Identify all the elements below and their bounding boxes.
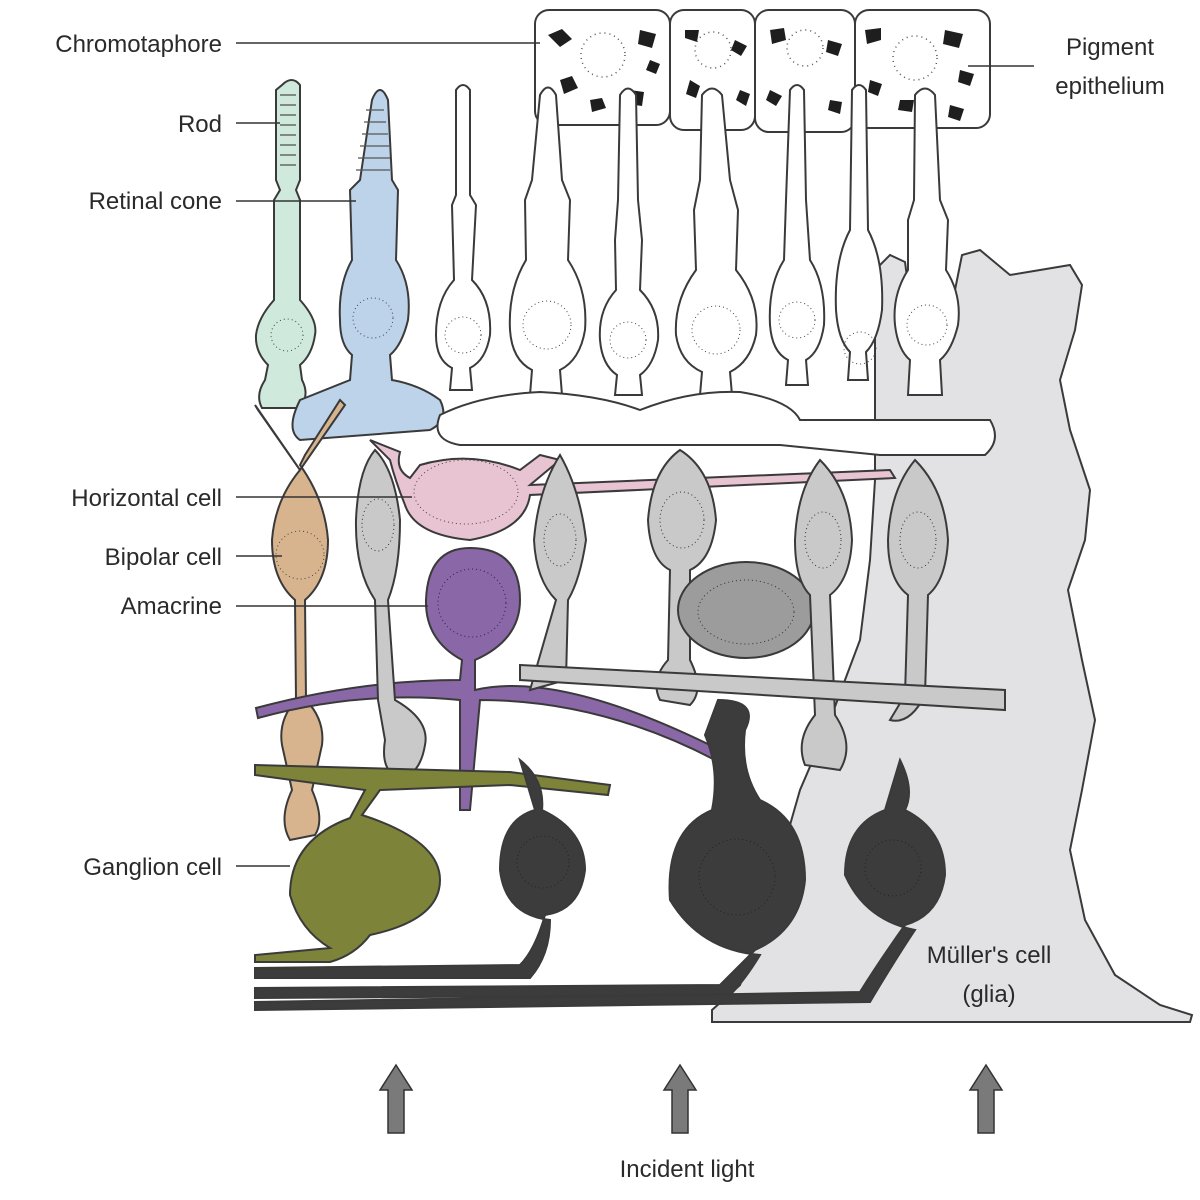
ganglion-cell-olive	[254, 763, 612, 963]
amacrine-cell	[254, 546, 722, 811]
cone-cell	[291, 89, 445, 442]
cone-pedicles	[436, 390, 996, 456]
up-arrow-icon	[378, 1063, 414, 1134]
incident-light-arrows	[378, 1063, 1004, 1134]
label-bipolar-cell: Bipolar cell	[105, 544, 222, 571]
label-retinal-cone: Retinal cone	[89, 188, 222, 215]
horizontal-cell	[369, 439, 897, 542]
up-arrow-icon	[662, 1063, 698, 1134]
label-horizontal-cell: Horizontal cell	[71, 485, 222, 512]
label-incident-light: Incident light	[620, 1156, 755, 1183]
gray-bipolar-cells	[354, 448, 1006, 780]
rod-cell	[254, 79, 317, 409]
up-arrow-icon	[968, 1063, 1004, 1134]
label-pigment: Pigment	[1066, 34, 1154, 61]
label-glia: (glia)	[962, 981, 1015, 1008]
ganglion-cells-dark	[254, 698, 947, 1012]
photoreceptors-unstained	[434, 84, 960, 396]
label-muller-cell: Müller's cell	[927, 942, 1052, 969]
label-amacrine: Amacrine	[121, 593, 222, 620]
leader-lines	[236, 42, 1034, 867]
bipolar-cell	[254, 398, 347, 842]
label-chromatophore: Chromotaphore	[55, 31, 222, 58]
photoreceptor-nuclei	[444, 300, 948, 365]
label-epithelium: epithelium	[1055, 73, 1164, 100]
label-rod: Rod	[178, 111, 222, 138]
pigment-granules	[548, 28, 974, 121]
gray-cell-nuclei	[361, 491, 937, 645]
label-ganglion-cell: Ganglion cell	[83, 854, 222, 881]
